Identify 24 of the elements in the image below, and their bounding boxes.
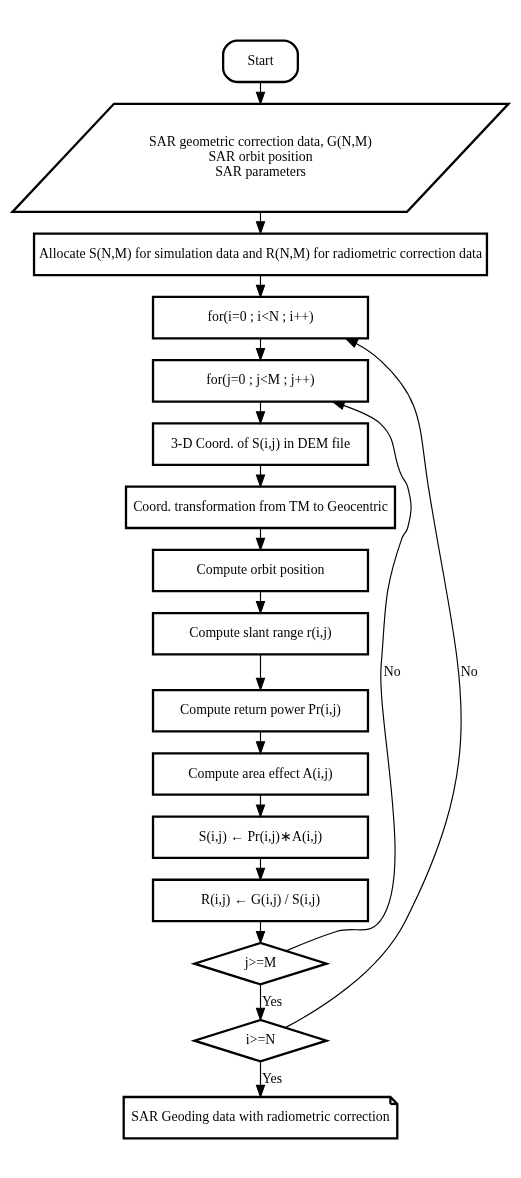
edge-label: Yes	[261, 1070, 283, 1086]
arrow	[255, 983, 266, 1021]
node-box: Compute orbit position	[151, 548, 370, 592]
node-box: S(i,j) ← Pr(i,j)∗A(i,j)	[151, 814, 370, 859]
node-box: Allocate S(N,M) for simulation data and R(N,M) for radiometric correction data	[32, 232, 489, 276]
arrow	[255, 1060, 266, 1099]
node-box: 3-D Coord. of S(i,j) in DEM file	[151, 421, 370, 466]
node-diamond: j>=M	[190, 941, 331, 986]
node-box: Coord. transformation from TM to Geocentric	[124, 484, 397, 529]
arrow	[255, 653, 266, 692]
node-diamond: i>=N	[190, 1018, 331, 1063]
arrow	[284, 337, 462, 1028]
arrow	[255, 81, 266, 106]
node-box: Compute slant range r(i,j)	[151, 611, 370, 656]
arrow	[285, 400, 412, 951]
edge-label: Yes	[261, 993, 283, 1009]
edge-label: No	[460, 663, 478, 679]
node-box: Start	[222, 38, 299, 83]
node-box: for(i=0 ; i<N ; i++)	[151, 295, 370, 339]
edge-label: No	[383, 663, 401, 679]
node-box: Compute area effect A(i,j)	[151, 751, 370, 796]
node-box: R(i,j) ← G(i,j) / S(i,j)	[151, 878, 370, 922]
node-box: Compute return power Pr(i,j)	[151, 688, 370, 733]
node-box: for(j=0 ; j<M ; j++)	[151, 358, 370, 403]
